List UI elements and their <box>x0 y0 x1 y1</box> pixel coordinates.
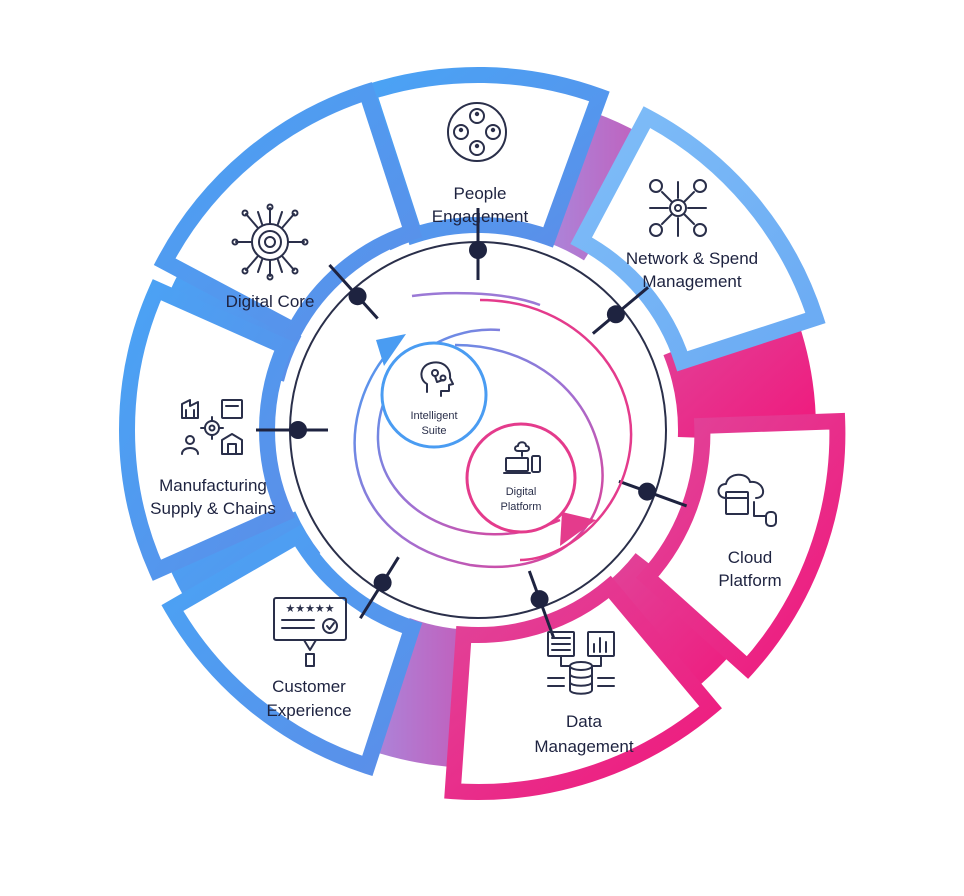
segment-ring <box>119 67 846 800</box>
swirl-path-top <box>411 291 541 307</box>
swirl-arrowhead-blue <box>376 334 406 366</box>
network-spend-label-2: Management <box>642 272 742 291</box>
segment-card-people <box>358 67 610 248</box>
spoke-dot <box>289 421 307 439</box>
swirl-arrows <box>353 291 633 568</box>
segment-network-spend[interactable]: Network & Spend Management <box>626 179 758 291</box>
cloud-platform-label-2: Platform <box>718 571 781 590</box>
network-spend-label-1: Network & Spend <box>626 249 758 268</box>
spoke-line-outer <box>328 264 354 292</box>
segment-card-data <box>444 575 722 800</box>
spoke-line-outer <box>621 286 650 311</box>
swirl-arrowhead-pink <box>560 512 596 546</box>
spoke-line-outer <box>359 588 380 620</box>
stars-glyph: ★★★★★ <box>285 602 334 615</box>
hub-outer-circle <box>289 241 667 619</box>
spoke-dot <box>469 241 487 259</box>
manufacturing-label-2: Supply & Chains <box>150 499 276 518</box>
segment-card-network-shape <box>570 106 826 372</box>
data-management-label-1: Data <box>566 712 602 731</box>
segment-data-management[interactable]: Data Management <box>534 631 634 756</box>
factory-gear-icon <box>181 399 243 455</box>
rating-review-icon: ★★★★★ <box>273 597 347 667</box>
people-engagement-label-2: Engagement <box>432 207 529 226</box>
segment-people-engagement[interactable]: People Engagement <box>432 102 529 226</box>
swirl-path-inner <box>376 328 561 536</box>
segment-card-cloud <box>635 412 846 679</box>
spoke-dot <box>348 287 367 306</box>
cloud-folder-icon <box>717 473 777 527</box>
segment-card-customer <box>161 524 423 777</box>
segment-card-customer-shape <box>161 524 423 777</box>
spoke-dot <box>606 305 625 324</box>
intelligent-suite-label-2: Suite <box>421 425 446 437</box>
spoke-line-outer <box>654 492 688 508</box>
segment-cloud-platform[interactable]: Cloud Platform <box>717 473 782 590</box>
inner-hub <box>289 241 667 619</box>
digital-platform-circle <box>465 422 577 534</box>
manufacturing-label-1: Manufacturing <box>159 476 267 495</box>
segment-card-digital-core <box>153 82 423 342</box>
spoke-dot <box>638 482 657 501</box>
people-circle-icon <box>447 102 507 162</box>
segment-card-data-shape <box>444 575 722 800</box>
segment-card-cloud-shape <box>635 412 846 679</box>
network-hub-icon <box>649 179 707 237</box>
spokes <box>256 208 688 640</box>
spoke-line-outer <box>540 606 556 640</box>
customer-experience-label-1: Customer <box>272 677 346 696</box>
connector-cloud-data <box>601 553 745 697</box>
segment-digital-core[interactable]: Digital Core <box>226 203 315 312</box>
digital-core-label: Digital Core <box>226 292 315 311</box>
data-management-label-2: Management <box>534 737 634 756</box>
spoke-dot <box>530 590 549 609</box>
intelligent-suite-label-1: Intelligent <box>410 410 457 422</box>
segment-customer-experience[interactable]: ★★★★★ Customer Experience <box>266 597 352 720</box>
customer-experience-label-2: Experience <box>266 701 351 720</box>
digital-platform-node[interactable]: Digital Platform <box>465 422 577 534</box>
cloud-platform-label-1: Cloud <box>728 548 772 567</box>
chip-target-icon <box>231 203 309 281</box>
digital-platform-label-2: Platform <box>501 501 542 513</box>
segment-card-digital-core-shape <box>153 82 423 342</box>
segment-card-people-shape <box>358 67 610 248</box>
brain-head-icon <box>420 361 454 397</box>
people-engagement-label-1: People <box>454 184 507 203</box>
segment-manufacturing[interactable]: Manufacturing Supply & Chains <box>150 399 276 518</box>
intelligent-suite-circle <box>380 341 488 449</box>
data-server-icon <box>547 631 615 695</box>
digital-platform-label-1: Digital <box>506 486 537 498</box>
devices-cloud-icon <box>503 441 541 474</box>
segment-card-network <box>570 106 826 372</box>
intelligent-suite-node[interactable]: Intelligent Suite <box>380 341 488 449</box>
spoke-dot <box>373 573 392 592</box>
swirl-path-pink <box>479 298 633 562</box>
